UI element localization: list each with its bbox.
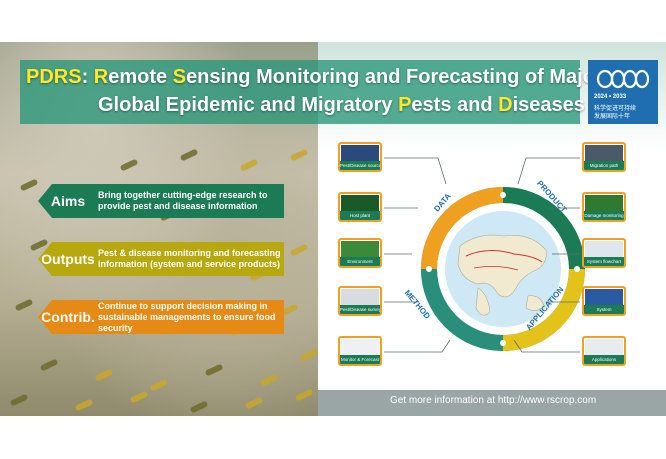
thumbnail-image: [341, 339, 379, 357]
footer-bar: [318, 390, 666, 416]
connector-lines: [384, 157, 580, 353]
logo-years: 2024 • 2033: [594, 94, 627, 100]
thumbnail-caption: Host plant: [340, 211, 380, 220]
locust-shape: [289, 243, 309, 257]
thumbnail-caption: Migration path: [584, 161, 624, 170]
decade-logo-icon: [596, 69, 650, 89]
pillar-tag: Contrib.: [38, 300, 98, 334]
footer-link-text[interactable]: Get more information at http://www.rscro…: [390, 395, 597, 406]
right-thumbnail: System: [582, 286, 626, 316]
left-thumbnail: Host plant: [338, 192, 382, 222]
cycle-ring-diagram: [421, 187, 585, 351]
title-segment: D: [498, 94, 513, 116]
locust-shape: [9, 393, 29, 407]
thumbnail-image: [341, 145, 379, 163]
locust-shape: [204, 363, 224, 377]
locust-shape: [129, 390, 149, 404]
locust-shape: [294, 388, 314, 402]
locust-shape: [119, 158, 139, 172]
thumbnail-image: [585, 289, 623, 307]
pillar-tag: Outputs: [38, 242, 98, 276]
thumbnail-image: [585, 241, 623, 259]
thumbnail-caption: Pest/Disease source: [340, 161, 380, 170]
locust-shape: [19, 178, 39, 192]
locust-shape: [259, 373, 279, 387]
pillar-text: Continue to support decision making in s…: [94, 300, 284, 334]
thumbnail-image: [585, 339, 623, 357]
locust-shape: [299, 348, 319, 362]
title-segment: R: [93, 66, 109, 88]
decade-logo: 2024 • 2033 科学促进可持续 发展国际十年: [588, 60, 658, 124]
thumbnail-caption: Damage monitoring: [584, 211, 624, 220]
title-line-2: Global Epidemic and Migratory Pests and …: [98, 94, 585, 117]
locust-shape: [189, 400, 209, 414]
title-segment: :: [81, 66, 94, 88]
locust-shape: [289, 148, 309, 162]
thumbnail-caption: Applications: [584, 355, 624, 364]
pillar-contrib: Contrib.Continue to support decision mak…: [38, 300, 284, 334]
title-segment: ensing Monitoring and Forecasting of Maj…: [186, 66, 603, 88]
locust-shape: [239, 158, 259, 172]
locust-shape: [39, 358, 59, 372]
locust-shape: [94, 368, 114, 382]
left-thumbnail: Environment: [338, 238, 382, 268]
logo-cn-line1: 科学促进可持续: [594, 106, 637, 112]
right-thumbnail: Migration path: [582, 142, 626, 172]
thumbnail-caption: System: [584, 305, 624, 314]
left-thumbnail: Monitor & Forecast: [338, 336, 382, 366]
thumbnail-image: [341, 241, 379, 259]
title-segment: Global Epidemic and Migratory: [98, 94, 399, 116]
slide: PDRS: Remote Sensing Monitoring and Fore…: [0, 42, 666, 416]
locust-shape: [244, 396, 264, 410]
left-thumbnail: Pest/Disease survey: [338, 286, 382, 316]
left-thumbnail: Pest/Disease source: [338, 142, 382, 172]
title-segment: PDRS: [26, 66, 82, 88]
title-segment: P: [398, 94, 412, 116]
right-thumbnail: Damage monitoring: [582, 192, 626, 222]
pillar-text: Bring together cutting-edge research to …: [94, 184, 284, 218]
title-segment: S: [172, 66, 187, 88]
thumbnail-caption: Environment: [340, 257, 380, 266]
title-segment: ests and: [411, 94, 499, 116]
thumbnail-image: [585, 195, 623, 213]
pillar-text: Pest & disease monitoring and forecastin…: [94, 242, 284, 276]
thumbnail-caption: Pest/Disease survey: [340, 305, 380, 314]
right-thumbnail: Applications: [582, 336, 626, 366]
title-segment: emote: [108, 66, 173, 88]
locust-shape: [74, 398, 94, 412]
title-segment: iseases: [512, 94, 585, 116]
pillar-tag: Aims: [38, 184, 98, 218]
document-code: ANSO-CR-KP-2021-06: [580, 380, 652, 387]
title-band: PDRS: Remote Sensing Monitoring and Fore…: [20, 60, 603, 124]
title-line-1: PDRS: Remote Sensing Monitoring and Fore…: [26, 66, 603, 89]
thumbnail-image: [585, 145, 623, 163]
locust-shape: [14, 298, 34, 312]
right-thumbnail: System flowchart: [582, 238, 626, 268]
thumbnail-caption: System flowchart: [584, 257, 624, 266]
thumbnail-image: [341, 289, 379, 307]
locust-shape: [149, 378, 169, 392]
thumbnail-caption: Monitor & Forecast: [340, 355, 380, 364]
logo-cn-line2: 发展国际十年: [594, 114, 631, 120]
locust-shape: [179, 148, 199, 162]
thumbnail-image: [341, 195, 379, 213]
